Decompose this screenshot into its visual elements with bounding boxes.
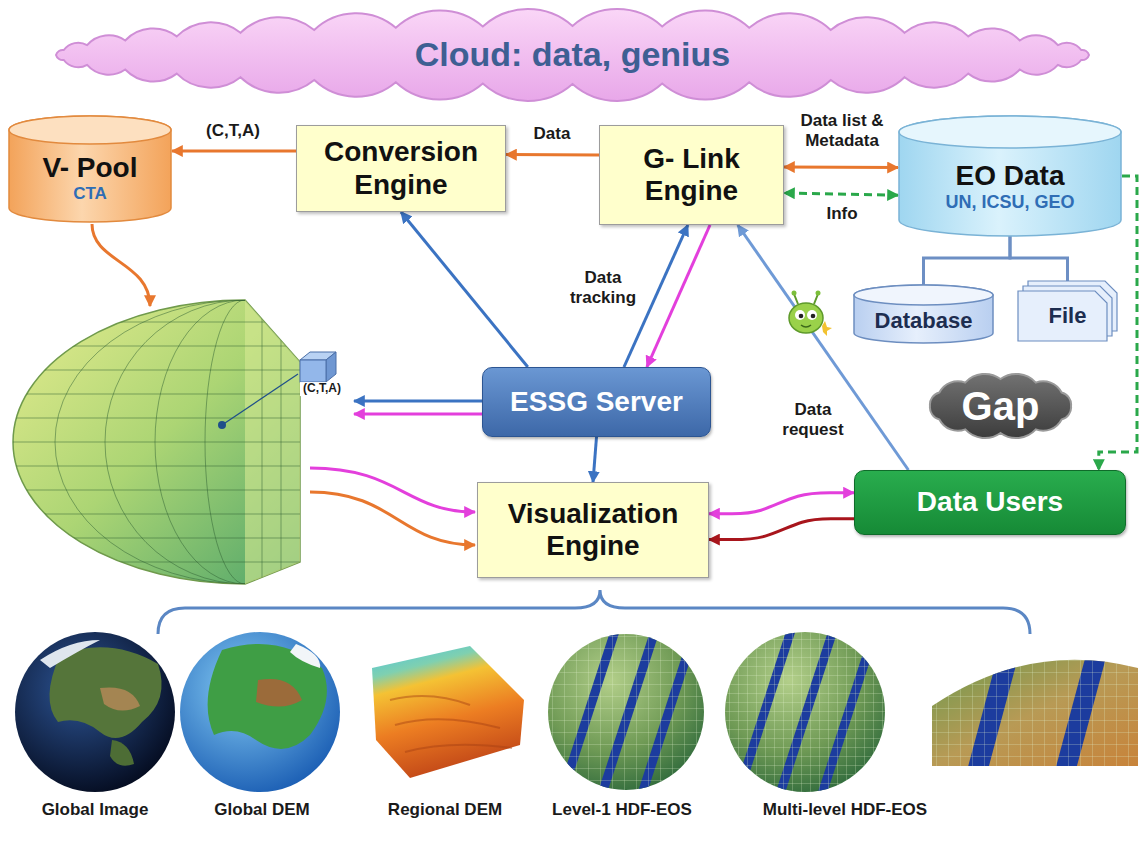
- node-content: ESSG Server: [483, 368, 710, 436]
- output-bracket: [158, 590, 1030, 634]
- node-content: Database: [853, 285, 994, 343]
- gap-cloud: Gap: [916, 365, 1085, 447]
- globe-closeup: [930, 610, 1140, 830]
- edge-label: Data tracking: [560, 268, 646, 307]
- node-title: Conversion Engine: [307, 136, 495, 200]
- node-content: G- Link Engine: [600, 126, 783, 224]
- node-title: EO Data: [906, 160, 1114, 192]
- node-title: Data Users: [865, 486, 1115, 518]
- cylinder-body: [854, 285, 993, 343]
- connector-arrow: [784, 166, 898, 170]
- file-stack: File: [1018, 281, 1117, 341]
- cylinder-top: [854, 285, 993, 305]
- flow-arrows: [92, 224, 483, 545]
- connector-arrow: [709, 493, 854, 514]
- node-title: G- Link Engine: [610, 143, 773, 207]
- user-box: Data Users: [854, 470, 1126, 535]
- edge-label: Data list & Metadata: [789, 111, 895, 150]
- node-title: Gap: [936, 383, 1065, 429]
- storage-cylinder: V- PoolCTA: [8, 116, 172, 222]
- edge-label: Data request: [770, 400, 856, 439]
- cylinder-body: [899, 116, 1121, 236]
- edge-label: Data: [531, 124, 574, 144]
- quarter-sphere: [0, 300, 300, 590]
- cloud-outline: [56, 9, 1089, 101]
- process-box: Visualization Engine: [477, 482, 709, 578]
- process-box: Conversion Engine: [296, 125, 506, 212]
- edge-label: Info: [823, 204, 860, 224]
- figure-label: Regional DEM: [385, 800, 505, 820]
- globe-level1: [540, 593, 712, 838]
- database-cylinder: Database: [853, 285, 994, 343]
- node-title: ESSG Server: [493, 386, 700, 418]
- data-cylinder: EO DataUN, ICSU, GEO: [898, 116, 1122, 236]
- figure-label: Level-1 HDF-EOS: [549, 800, 695, 820]
- globe-image: [15, 632, 175, 792]
- process-box: G- Link Engine: [599, 125, 784, 225]
- node-title: Visualization Engine: [488, 498, 698, 562]
- connector-arrow: [172, 149, 296, 152]
- node-content: File: [1018, 281, 1117, 341]
- connector-arrow: [738, 225, 909, 470]
- connector-arrow: [593, 437, 597, 482]
- regional-dem: [372, 646, 524, 778]
- node-subtitle: CTA: [16, 184, 164, 204]
- node-title: File: [1022, 303, 1113, 328]
- node-content: EO DataUN, ICSU, GEO: [898, 116, 1122, 236]
- cloud-outline: [930, 374, 1071, 438]
- node-content: Cloud: data, genius: [38, 8, 1107, 102]
- node-content: Data Users: [855, 471, 1125, 534]
- figure-label: Multi-level HDF-EOS: [760, 800, 930, 820]
- cylinder-body: [9, 116, 171, 222]
- node-subtitle: UN, ICSU, GEO: [906, 192, 1114, 213]
- connector-arrow: [1010, 236, 1068, 281]
- node-content: Conversion Engine: [297, 126, 505, 211]
- figure-label: Global Image: [39, 800, 152, 820]
- cloud-banner: Cloud: data, genius: [38, 8, 1107, 102]
- cylinder-top: [899, 116, 1121, 148]
- node-content: Visualization Engine: [478, 483, 708, 577]
- cylinder-top: [9, 116, 171, 144]
- node-title: Cloud: data, genius: [98, 35, 1047, 74]
- globe-dem: [180, 632, 340, 792]
- node-title: V- Pool: [16, 152, 164, 184]
- node-title: Database: [859, 308, 988, 333]
- dashed-connector: [784, 193, 898, 195]
- connector-arrow: [506, 153, 599, 156]
- connector-arrow: [647, 225, 710, 367]
- coordinate-label: (C,T,A): [300, 382, 344, 396]
- grid-cell-cube: [300, 352, 336, 382]
- agent-icon: [789, 291, 832, 337]
- edge-label: (C,T,A): [203, 121, 263, 141]
- connector-arrow: [709, 519, 854, 540]
- figure-label: Global DEM: [211, 800, 312, 820]
- node-content: V- PoolCTA: [8, 116, 172, 222]
- node-content: Gap: [916, 365, 1085, 447]
- connector-arrow: [401, 212, 528, 367]
- connector-arrow: [924, 236, 1011, 285]
- server-box: ESSG Server: [482, 367, 711, 437]
